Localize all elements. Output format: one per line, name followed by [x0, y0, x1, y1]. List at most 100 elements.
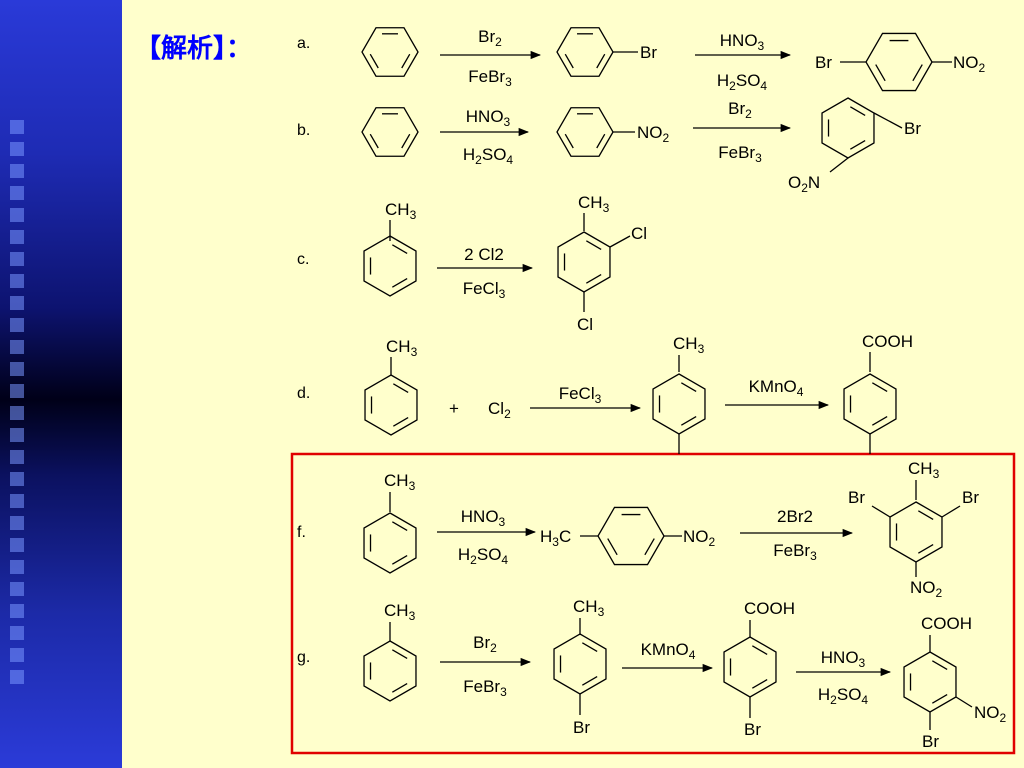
chem-label-part: Br — [473, 633, 490, 652]
ring-double-bond — [369, 133, 379, 149]
sidebar-square — [10, 208, 24, 222]
chem-label-part: KMnO — [749, 377, 797, 396]
bond-line — [609, 235, 631, 248]
chem-label-part: 3 — [409, 479, 416, 493]
chem-label-part: HNO — [466, 107, 504, 126]
sidebar-square — [10, 340, 24, 354]
chem-label-part: NO — [910, 578, 936, 597]
chem-label-part: Br — [744, 720, 761, 739]
chem-label-part: O — [788, 173, 801, 192]
chem-label: Cl — [631, 224, 647, 243]
chem-label-part: CH — [673, 334, 698, 353]
chem-label-part: 3 — [755, 151, 762, 165]
chem-label: Br2 — [728, 99, 752, 121]
ring-double-bond — [582, 642, 598, 652]
chem-label-part: Cl — [474, 245, 495, 264]
chem-label-part: 4 — [501, 553, 508, 567]
chem-label: NO2 — [637, 123, 670, 145]
chem-label-part: 2 — [504, 407, 511, 421]
chem-label: FeCl3 — [463, 279, 506, 301]
chem-label: CH3 — [386, 337, 418, 359]
chem-label-part: 2 — [494, 245, 503, 264]
chem-label: Br — [815, 53, 832, 72]
chem-label-part: FeBr — [468, 67, 505, 86]
chem-label-part: Br — [962, 488, 979, 507]
chem-label-part: NO — [637, 123, 663, 142]
chem-label: HNO3 — [466, 107, 511, 129]
ring-double-bond — [932, 660, 948, 670]
chem-label-part: HNO — [461, 507, 499, 526]
chem-label-part: FeBr — [773, 541, 810, 560]
ring-double-bond — [644, 538, 655, 556]
chem-label-part: CH — [908, 459, 933, 478]
benzene-ring — [363, 640, 417, 702]
sidebar-square — [10, 318, 24, 332]
benzene-ring — [363, 235, 417, 297]
ring-double-bond — [875, 64, 886, 82]
chem-label: COOH — [862, 332, 913, 351]
ring-double-bond — [393, 383, 409, 393]
benzene-ring — [557, 231, 611, 293]
ring-double-bond — [582, 676, 598, 686]
chem-label-part: H — [717, 71, 729, 90]
chem-label: H2SO4 — [463, 145, 514, 167]
chem-label: NO2 — [910, 578, 943, 600]
chem-label-part: FeCl — [559, 384, 595, 403]
ring-double-bond — [564, 133, 574, 149]
sidebar-square — [10, 670, 24, 684]
chem-label-part: 3 — [409, 609, 416, 623]
chem-label: 2 Cl2 — [464, 245, 504, 264]
sidebar-square — [10, 406, 24, 420]
chem-label-part: 2 — [663, 131, 670, 145]
chem-label: Br — [573, 718, 590, 737]
sidebar-square — [10, 626, 24, 640]
chem-label: Br — [922, 732, 939, 751]
sidebar-square — [10, 494, 24, 508]
chem-label: Br — [848, 488, 865, 507]
chem-label: Br — [904, 119, 921, 138]
chem-label: CH3 — [385, 200, 417, 222]
chem-label-part: COOH — [921, 614, 972, 633]
ring-double-bond — [586, 240, 602, 250]
chem-label-part: N — [808, 173, 820, 192]
chem-label-part: 2 — [709, 535, 716, 549]
bond-line — [955, 696, 973, 708]
chem-label-part: 2 — [1000, 711, 1007, 725]
chem-label-part: Br — [573, 718, 590, 737]
chem-label-part: Br — [815, 53, 832, 72]
chem-label-part: COOH — [862, 332, 913, 351]
chem-label: Cl — [577, 315, 593, 334]
chem-label: Br — [962, 488, 979, 507]
chem-label-part: NO — [953, 53, 979, 72]
ring-double-bond — [681, 416, 697, 426]
sidebar-square — [10, 516, 24, 530]
chem-label: 2Br2 — [777, 507, 813, 526]
chem-label-part: COOH — [744, 599, 795, 618]
chem-label-part: 3 — [499, 287, 506, 301]
chem-label-part: CH — [385, 200, 410, 219]
chem-label-part: Br — [848, 488, 865, 507]
chem-label-part: 3 — [698, 342, 705, 356]
chem-label-part: 3 — [552, 535, 559, 549]
chem-label: H2SO4 — [458, 545, 509, 567]
chem-label-part: 2 — [936, 586, 943, 600]
chem-label-part: SO — [477, 545, 502, 564]
sidebar-square — [10, 428, 24, 442]
benzene-ring — [723, 636, 777, 698]
chem-label-part: 4 — [760, 79, 767, 93]
chem-label-part: 2 — [777, 507, 786, 526]
sidebar-square — [10, 582, 24, 596]
chem-label: HNO3 — [461, 507, 506, 529]
chem-label: CH3 — [573, 597, 605, 619]
chem-label: H2SO4 — [717, 71, 768, 93]
chem-label-part: SO — [482, 145, 507, 164]
chem-label-part: 4 — [506, 153, 513, 167]
sidebar-square — [10, 164, 24, 178]
reaction-label: c. — [297, 251, 309, 268]
ring-double-bond — [586, 274, 602, 284]
benzene-ring — [821, 97, 875, 159]
chem-label-part: H — [540, 527, 552, 546]
chem-label-part: Br — [904, 119, 921, 138]
chem-label-part: H — [458, 545, 470, 564]
ring-double-bond — [392, 521, 408, 531]
